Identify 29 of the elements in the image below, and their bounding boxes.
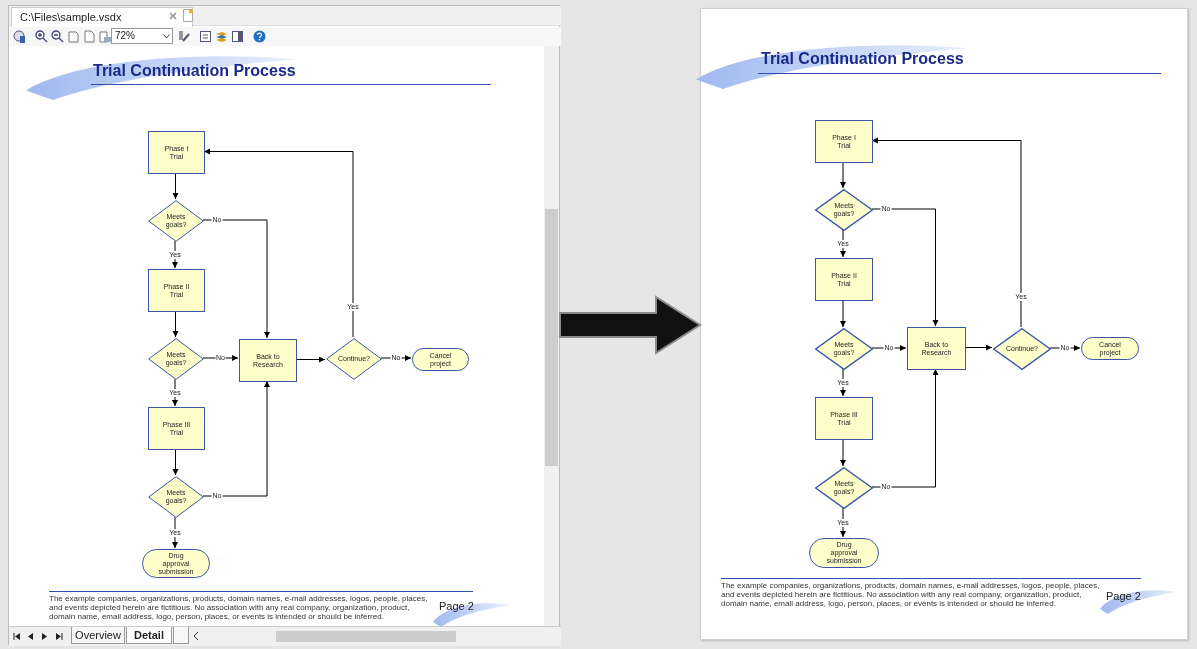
page-number: Page 2 xyxy=(439,600,474,612)
zoom-dropdown: 72% xyxy=(111,28,173,44)
connector-arrow xyxy=(172,172,179,200)
connector-arrow xyxy=(203,148,354,338)
sheet-tab: Detail xyxy=(126,627,172,644)
connector-arrow xyxy=(840,438,846,467)
connector-arrow xyxy=(202,219,270,339)
file-tab: C:\Files\sample.vsdx xyxy=(11,7,193,27)
connector-arrow xyxy=(840,161,846,189)
connector-arrow xyxy=(172,448,179,476)
connector-arrow xyxy=(871,368,939,488)
footnote-text: The example companies, organizations, products, domain names, e-mail addresses, logos, people, places, and events depicted herein are fictitious. No association with any real company, organization, product, domain name, email address, logo, person, places, or events is intended or should be inferred. xyxy=(49,594,429,621)
connector-arrow xyxy=(840,507,846,538)
connector-arrow xyxy=(871,345,907,351)
block-arrow xyxy=(559,295,702,355)
connector-arrow xyxy=(172,310,179,338)
connector-arrow xyxy=(172,516,178,549)
connector-arrow xyxy=(295,356,326,363)
connector-arrow xyxy=(202,355,239,361)
connector-arrow xyxy=(871,208,939,327)
page-number: Page 2 xyxy=(1106,590,1141,602)
connector-arrow xyxy=(202,380,270,497)
sheet-tab: Overview xyxy=(71,627,125,644)
page-title: Trial Continuation Process xyxy=(93,62,296,80)
page-title: Trial Continuation Process xyxy=(761,50,964,68)
footnote-text: The example companies, organizations, products, domain names, e-mail addresses, logos, people, places, and events depicted herein are fictitious. No association with any real company, organization, product, domain name, email address, logo, person, places, or events is intended or should be inferred. xyxy=(721,581,1101,608)
connector-arrow xyxy=(840,299,846,328)
connector-arrow xyxy=(871,137,1022,328)
connector-arrow xyxy=(964,344,993,351)
